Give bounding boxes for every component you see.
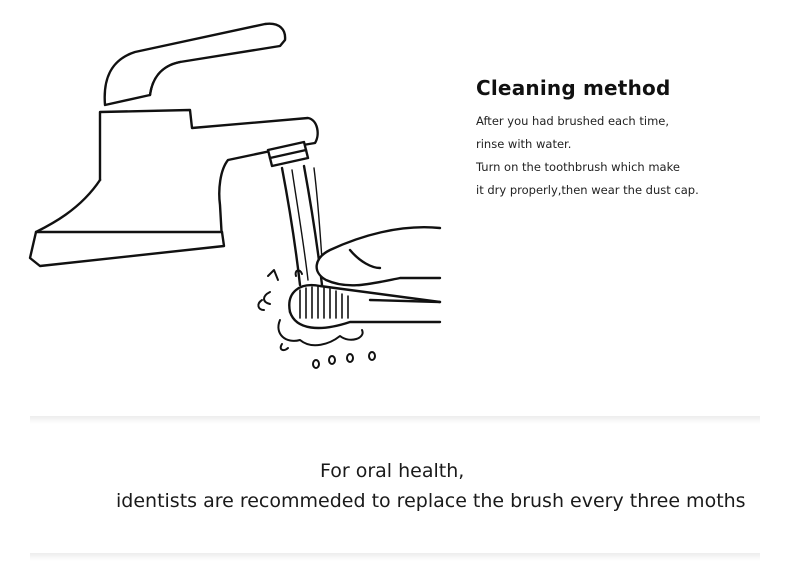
oral-health-note-line2: identists are recommeded to replace the … — [116, 490, 746, 512]
cleaning-method-section: Cleaning method After you had brushed ea… — [476, 76, 776, 202]
toothbrush-icon — [288, 283, 442, 330]
water-splash-icon — [257, 269, 376, 369]
instruction-line: rinse with water. — [476, 137, 572, 151]
hand-icon — [315, 226, 442, 304]
faucet-rinsing-illustration — [28, 22, 442, 369]
instruction-line: After you had brushed each time, — [476, 114, 670, 128]
faucet-icon — [28, 22, 319, 268]
section-divider — [30, 416, 760, 424]
oral-health-note-line1: For oral health, — [320, 460, 465, 482]
instruction-line: Turn on the toothbrush which make — [476, 160, 680, 174]
instruction-line: it dry properly,then wear the dust cap. — [476, 183, 699, 197]
cleaning-method-title: Cleaning method — [476, 76, 671, 100]
section-divider — [30, 553, 760, 561]
